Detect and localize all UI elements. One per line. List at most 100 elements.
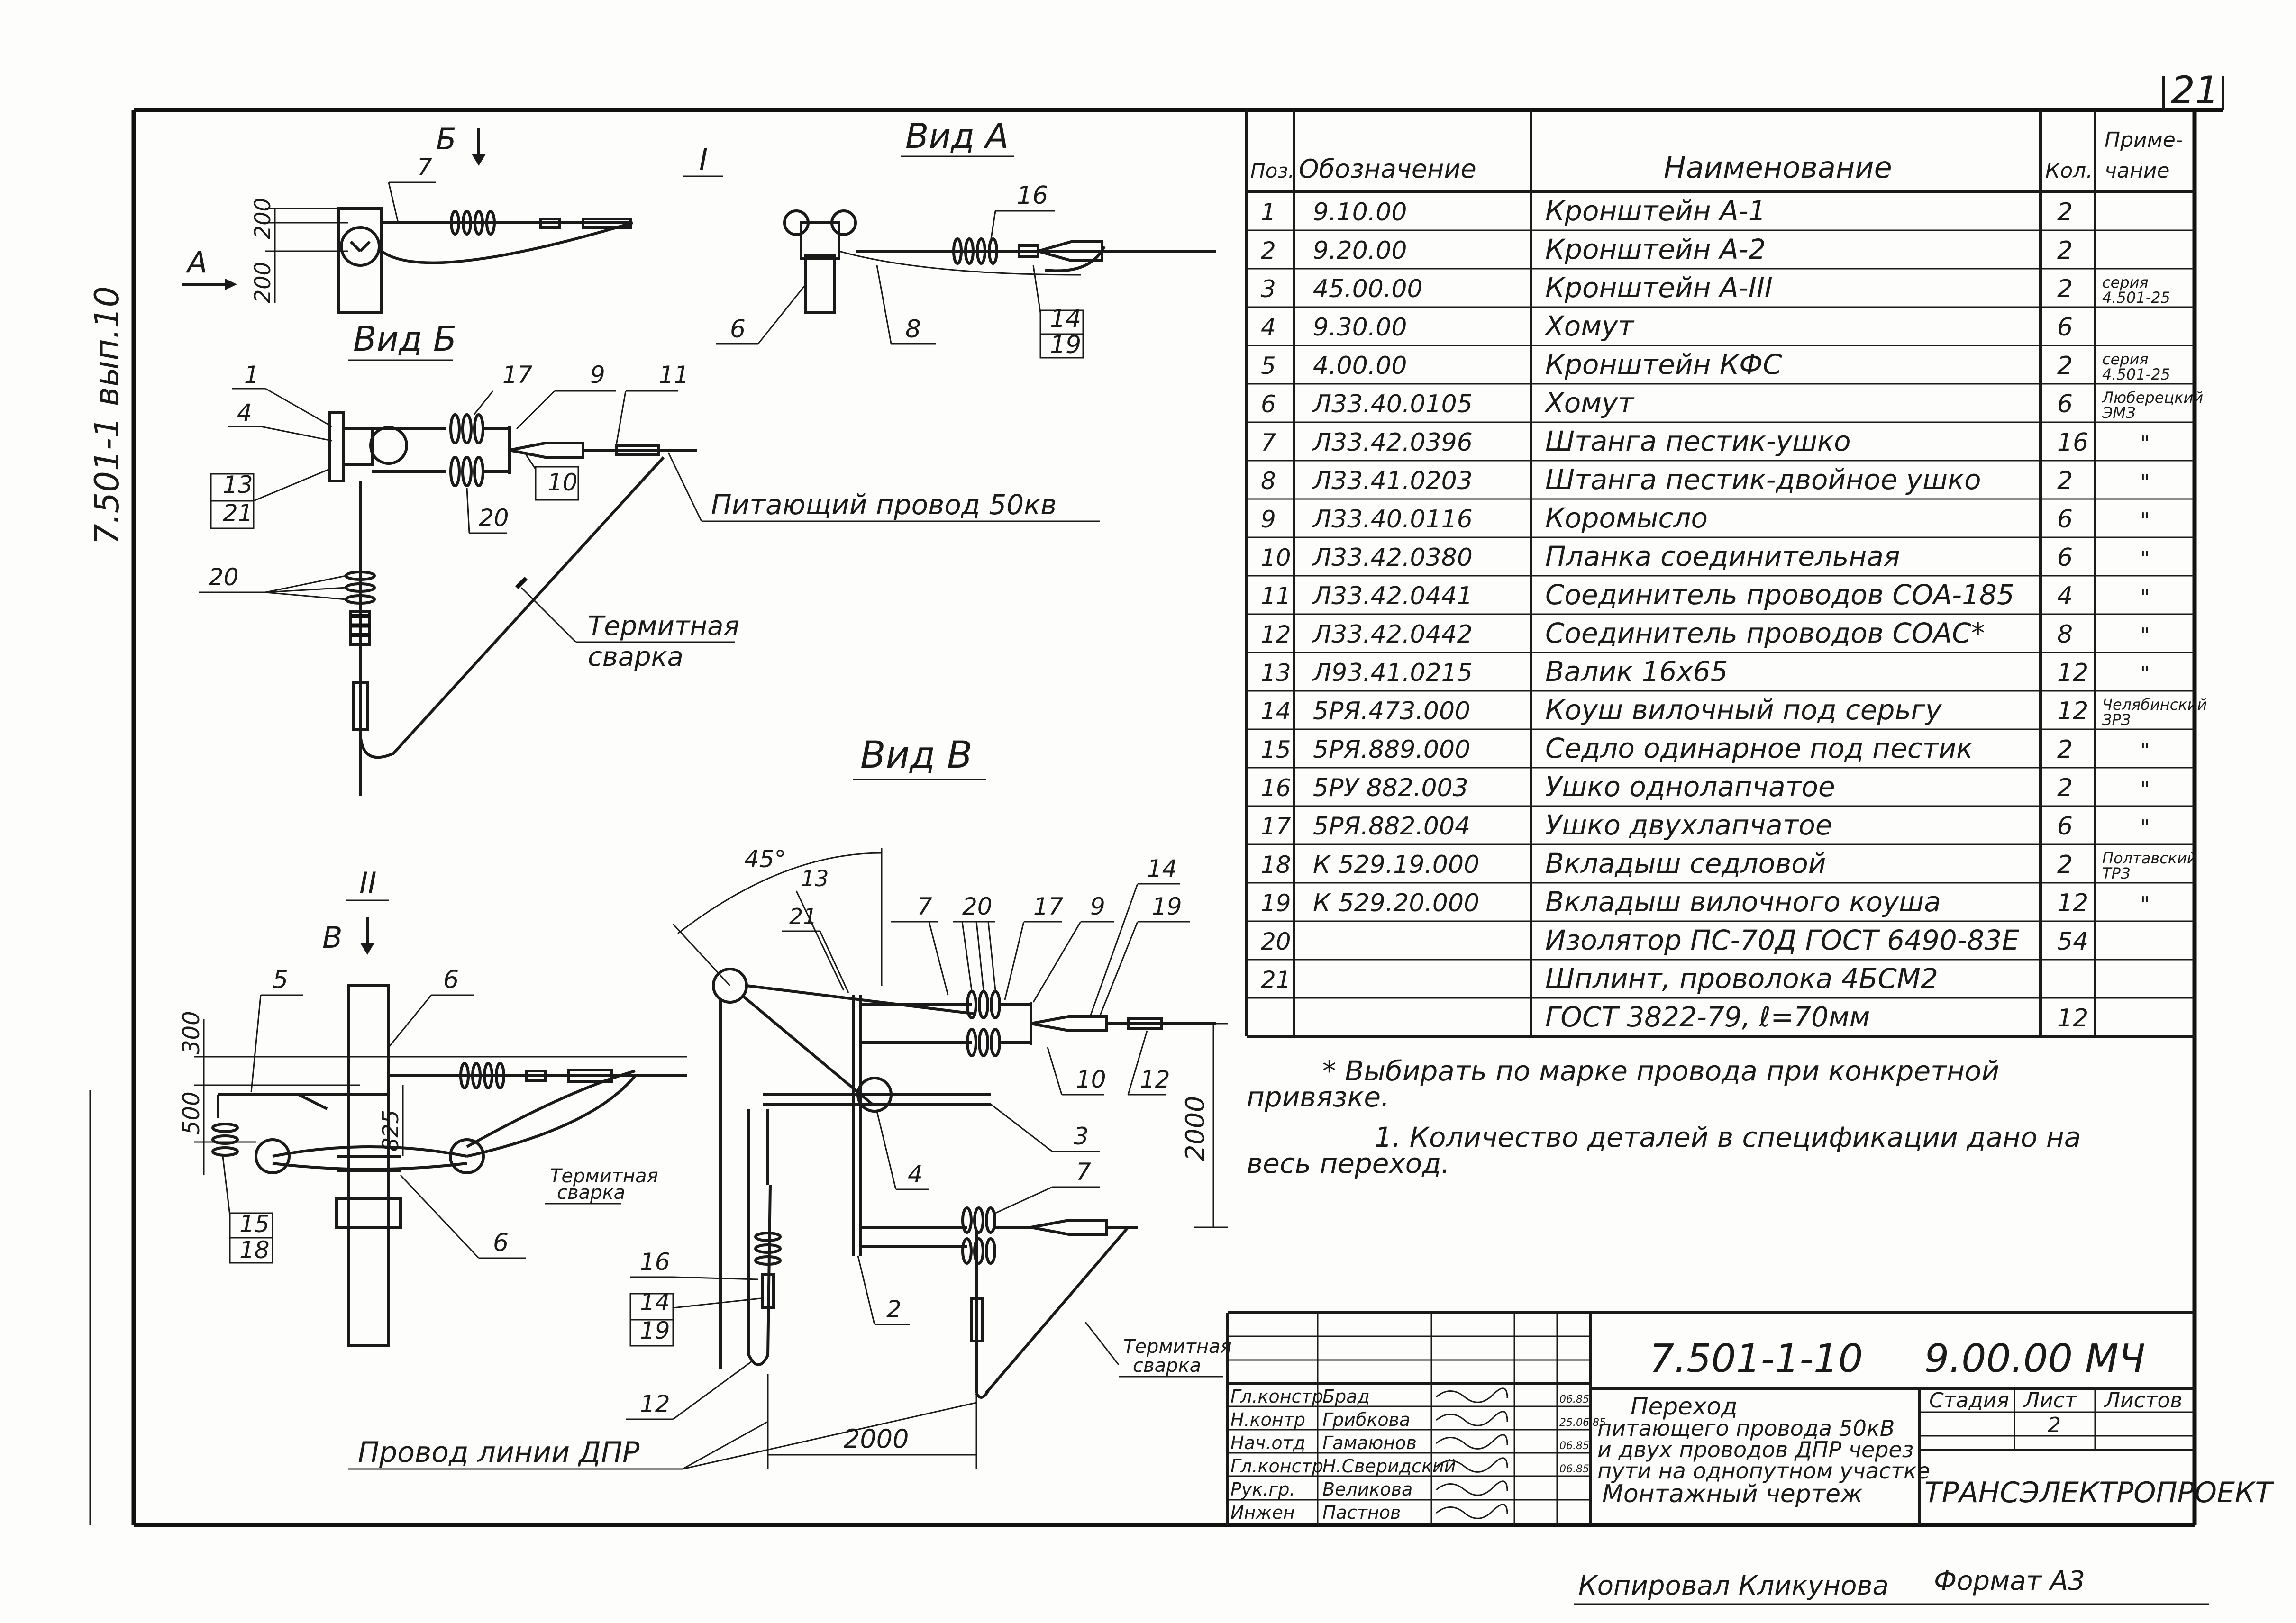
spec-row-note: серия — [2102, 273, 2149, 291]
spec-row-name: Седло одинарное под пестик — [1545, 732, 1973, 764]
callout-3: 3 — [1074, 1123, 1089, 1150]
spec-row-designation: Л33.40.0116 — [1312, 505, 1473, 534]
spec-row-designation: 5РЯ.889.000 — [1313, 735, 1470, 764]
spec-row-pos: 15 — [1261, 736, 1291, 763]
callout-2: 2 — [886, 1296, 902, 1323]
spec-row-qty: 6 — [2057, 505, 2073, 534]
sheet-number: 2 — [2048, 1413, 2061, 1437]
spec-row-pos: 13 — [1261, 659, 1291, 687]
spec-row-note: " — [2140, 508, 2150, 533]
spec-row-pos: 20 — [1261, 928, 1291, 955]
callout-16-viewa: 16 — [1017, 181, 1048, 210]
spec-row-note-2: ТРЗ — [2102, 864, 2130, 882]
callout-16-viewv: 16 — [640, 1248, 670, 1276]
spec-row-qty: 2 — [2057, 467, 2073, 495]
title-line-1: Переход — [1631, 1393, 1738, 1420]
spec-row-note: серия — [2102, 350, 2149, 368]
callout-17-viewb: 17 — [502, 361, 533, 389]
person-date: 06.85 — [1559, 1394, 1589, 1405]
spec-header-name: Наименование — [1664, 150, 1892, 185]
view-a-title: Вид А — [905, 116, 1009, 156]
signature-mark — [1436, 1434, 1508, 1450]
spec-row-pos: 12 — [1261, 621, 1291, 648]
spec-row-qty: 4 — [2057, 582, 2073, 610]
person-role: Гл.констр — [1230, 1386, 1323, 1407]
thermite-label-1b: сварка — [588, 642, 683, 672]
format-label: Формат А3 — [1934, 1566, 2085, 1596]
note-star: * Выбирать по марке провода при конкретн… — [1322, 1055, 1999, 1087]
spec-row-name: Кронштейн А-2 — [1545, 233, 1766, 265]
spec-row-qty: 6 — [2057, 812, 2073, 841]
spec-row-designation: Л93.41.0215 — [1312, 659, 1473, 687]
spec-row-pos: 9 — [1261, 506, 1276, 533]
person-role: Гл.констр — [1230, 1456, 1323, 1477]
spec-row-pos: 3 — [1261, 275, 1276, 303]
callout-20-viewb: 20 — [479, 504, 509, 532]
spec-row-designation: Л33.42.0396 — [1312, 428, 1473, 457]
callout-5: 5 — [273, 966, 288, 994]
spec-row-qty: 2 — [2057, 236, 2073, 265]
note-1: 1. Количество деталей в спецификации дан… — [1375, 1121, 2081, 1153]
title-line-4: пути на однопутном участке — [1597, 1458, 1930, 1484]
dim-45: 45° — [744, 845, 786, 873]
spec-row-name: Планка соединительная — [1545, 540, 1900, 572]
dim-825: 825 — [378, 1110, 403, 1152]
spec-row-qty: 12 — [2057, 1004, 2088, 1033]
callout-14-viewa: 14 — [1050, 305, 1081, 333]
spec-row-qty: 2 — [2057, 774, 2073, 802]
organization: ТРАНСЭЛЕКТРОПРОЕКТ — [1924, 1476, 2275, 1509]
spec-row-qty: 8 — [2057, 620, 2073, 649]
callout-19-viewa: 19 — [1050, 331, 1081, 359]
spec-row-qty: 12 — [2057, 889, 2088, 917]
spec-row-designation: Л33.42.0441 — [1312, 582, 1473, 610]
callout-1: 1 — [244, 361, 259, 389]
signature-mark — [1436, 1411, 1508, 1426]
side-code: 7.501-1 вып.10 — [88, 286, 127, 545]
spec-row-note: Челябинский — [2102, 696, 2207, 714]
spec-row-note-2: 4.501-25 — [2102, 289, 2170, 307]
arrow-v-label: В — [322, 920, 343, 955]
person-name: Грибкова — [1322, 1409, 1410, 1430]
callout-17-viewv: 17 — [1033, 893, 1064, 920]
spec-header-note: Приме- — [2105, 128, 2183, 152]
callout-18: 18 — [239, 1236, 270, 1264]
callout-11: 11 — [659, 361, 689, 389]
spec-row-designation: 5РЯ.473.000 — [1313, 697, 1470, 725]
callout-12-viewv-lead: 12 — [640, 1390, 670, 1418]
spec-row-qty: 54 — [2057, 927, 2088, 956]
section-ii-label: II — [359, 866, 377, 900]
spec-row-qty: 6 — [2057, 390, 2073, 418]
dim-2000-horizontal: 2000 — [844, 1424, 909, 1454]
spec-row-designation: 5РУ 882.003 — [1313, 774, 1468, 802]
view-b-drawing: Вид Б 1 4 13 — [199, 319, 1100, 796]
spec-row-note-2: 4.501-25 — [2102, 365, 2170, 383]
dim-500: 500 — [178, 1091, 205, 1135]
spec-row-pos: 14 — [1261, 698, 1291, 725]
callout-13-viewb: 13 — [223, 471, 253, 499]
doc-number: 7.501-1-10 — [1649, 1336, 1863, 1381]
spec-row-qty: 12 — [2057, 697, 2088, 725]
person-name: Н.Сверидский — [1322, 1456, 1456, 1477]
thermite-label-3: Термитная — [1123, 1336, 1232, 1358]
arrow-b-label: Б — [436, 122, 456, 156]
callout-12-viewv: 12 — [1140, 1066, 1170, 1093]
spec-row-note: " — [2140, 547, 2150, 571]
spec-row-pos: 7 — [1261, 429, 1276, 456]
callout-7-viewv: 7 — [917, 893, 932, 920]
callout-10-viewv: 10 — [1076, 1066, 1106, 1093]
view-a-drawing: Вид А 6 8 16 14 19 — [716, 116, 1216, 359]
spec-row-name: Вкладыш седловой — [1545, 847, 1826, 880]
callout-7-viewv-lower: 7 — [1076, 1158, 1091, 1186]
person-role: Рук.гр. — [1230, 1479, 1295, 1500]
person-date: 25.06.85 — [1559, 1417, 1606, 1429]
thermite-label-1: Термитная — [588, 611, 739, 642]
spec-row-designation: 9.30.00 — [1313, 313, 1407, 342]
callout-19-viewv-lead: 19 — [640, 1317, 670, 1344]
arrow-a-label: А — [185, 245, 207, 280]
callout-6-viewa: 6 — [730, 315, 746, 344]
callout-9-viewb: 9 — [590, 361, 605, 389]
view-v-title: Вид В — [860, 734, 972, 777]
spec-row-qty: 12 — [2057, 659, 2088, 687]
spec-row-designation: К 529.19.000 — [1313, 851, 1479, 879]
